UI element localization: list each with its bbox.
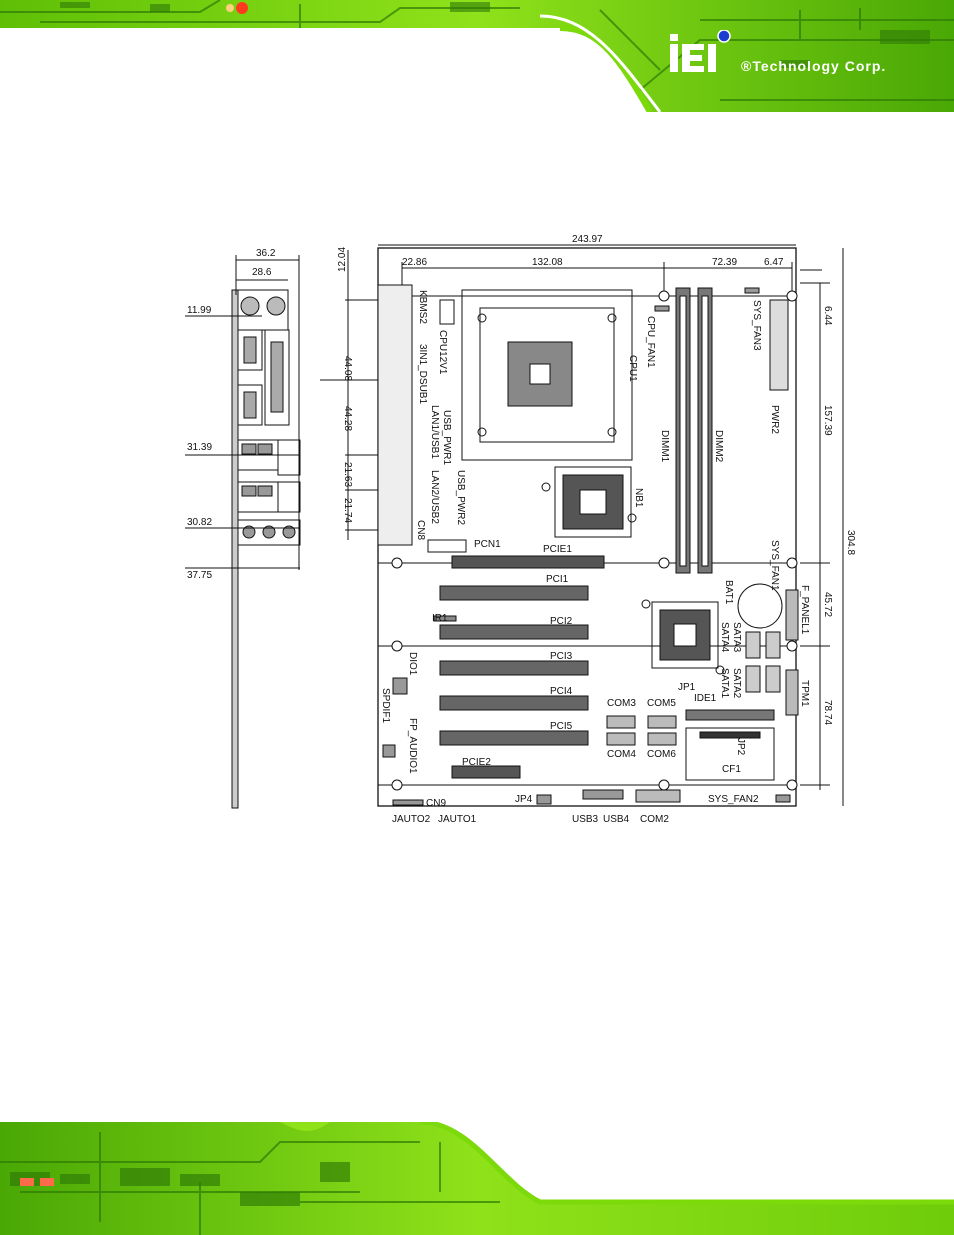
pci4-slot [439,695,589,711]
component-label-pci5: PCI5 [550,721,573,732]
component-label-usb3: USB3 [572,814,599,825]
dimension-label-3: 22.86 [402,257,427,268]
dimension-labels: 36.2 28.6 243.97 22.86 132.08 72.39 6.47… [187,234,856,725]
component-label-sata1: SATA1 [719,668,730,699]
component-label-sys-fan2: SYS_FAN2 [708,794,759,805]
component-label-sata4: SATA4 [719,622,730,653]
component-label-com4: COM4 [607,749,636,760]
dimension-label-1: 28.6 [252,267,272,278]
component-label-f-panel1: F_PANEL1 [799,585,810,635]
dimension-label-6: 44.28 [342,406,353,431]
battery [737,583,783,629]
dimension-label-3: 45.72 [822,592,833,617]
dimension-label-0: 36.2 [256,248,276,259]
component-label-jauto2: JAUTO2 [392,814,431,825]
component-label-nb1: NB1 [633,488,644,508]
component-label-pci4: PCI4 [550,686,573,697]
footer-banner [0,1122,954,1235]
header-banner [0,0,954,112]
component-label-pci2: PCI2 [550,616,573,627]
dimension-label-8: 21.74 [342,498,353,523]
component-label-ide1: IDE1 [694,693,717,704]
component-label-jp2: JP2 [735,738,746,756]
component-label-spdif1: SPDIF1 [380,688,391,723]
pwr2-connector [769,299,789,391]
component-label-sata3: SATA3 [731,622,742,653]
dimension-label-5: 44.08 [342,356,353,381]
component-label-lan2usb2: LAN2/USB2 [429,470,440,524]
cf1-slot [685,727,775,781]
cpu-socket [461,289,633,461]
dimension-label-2: 30.82 [187,517,212,528]
dimension-label-3: 37.75 [187,570,212,581]
component-label-pcie2: PCIE2 [462,757,491,768]
dimension-label-0: 6.44 [822,306,833,326]
component-label-kbms2: KBMS2 [417,290,428,324]
component-label-sys-fan1: SYS_FAN1 [769,540,780,591]
ide1-connector [685,709,775,721]
pci5-slot [439,730,589,746]
dimension-label-4: 78.74 [822,700,833,725]
pci2-slot [439,624,589,640]
component-label-cpu12v1: CPU12V1 [437,330,448,375]
component-label-sata2: SATA2 [731,668,742,699]
component-label-com5: COM5 [647,698,676,709]
dimension-label-6: 6.47 [764,257,784,268]
component-label-dimm2: DIMM2 [713,430,724,463]
component-label-pcie1: PCIE1 [543,544,572,555]
iei-logo [670,30,731,72]
component-label-com3: COM3 [607,698,636,709]
component-labels: KBMS2 CPU12V1 3IN1_DSUB1 USB_PWR1 LAN1/U… [380,290,810,825]
dimension-label-7: 21.63 [342,462,353,487]
component-label-com2: COM2 [640,814,669,825]
dimension-label-5: 72.39 [712,257,737,268]
component-label-bat1: BAT1 [723,580,734,605]
dimension-label-1: 31.39 [187,442,212,453]
mounting-holes [391,290,798,791]
rear-panel-side-view [231,289,239,809]
dimension-label-0: 11.99 [187,305,212,316]
component-label-cn8: CN8 [415,520,426,540]
pcie1-slot [451,555,605,569]
component-label-usb-pwr2: USB_PWR2 [455,470,466,525]
company-name: ®Technology Corp. [741,58,887,74]
component-label-dsub: 3IN1_DSUB1 [417,344,428,404]
pci1-slot [439,585,589,601]
component-label-pwr2: PWR2 [769,405,780,434]
dimension-label-1: 157.39 [822,405,833,436]
component-label-tpm1: TPM1 [799,680,810,707]
component-label-usb4: USB4 [603,814,630,825]
component-label-sys-fan3: SYS_FAN3 [751,300,762,351]
component-label-jauto1: JAUTO1 [438,814,477,825]
component-label-cf1: CF1 [722,764,741,775]
component-label-jp4: JP4 [515,794,533,805]
component-label-pcn1: PCN1 [474,539,501,550]
component-label-cpu1: CPU1 [627,355,638,382]
component-label-pci3: PCI3 [550,651,573,662]
northbridge [541,466,637,538]
dimension-label-2: 243.97 [572,234,603,245]
pci3-slot [439,660,589,676]
component-label-jp1: JP1 [678,682,696,693]
component-label-dimm1: DIMM1 [659,430,670,463]
component-label-fp-audio1: FP_AUDIO1 [407,718,418,774]
component-label-ir1: IR1 [432,613,448,624]
component-label-pci1: PCI1 [546,574,569,585]
component-label-dio1: DIO1 [407,652,418,676]
component-label-lan1usb1: LAN1/USB1 [429,405,440,459]
southbridge [641,599,725,675]
dimension-label-2: 304.8 [845,530,856,555]
component-label-cpu-fan1: CPU_FAN1 [645,316,656,368]
pcie2-slot [451,765,521,779]
component-label-usb-pwr1: USB_PWR1 [441,410,452,465]
component-label-cn9: CN9 [426,798,446,809]
component-label-com6: COM6 [647,749,676,760]
dimension-label-4: 12.04 [337,247,348,272]
dimension-label-4: 132.08 [532,257,563,268]
